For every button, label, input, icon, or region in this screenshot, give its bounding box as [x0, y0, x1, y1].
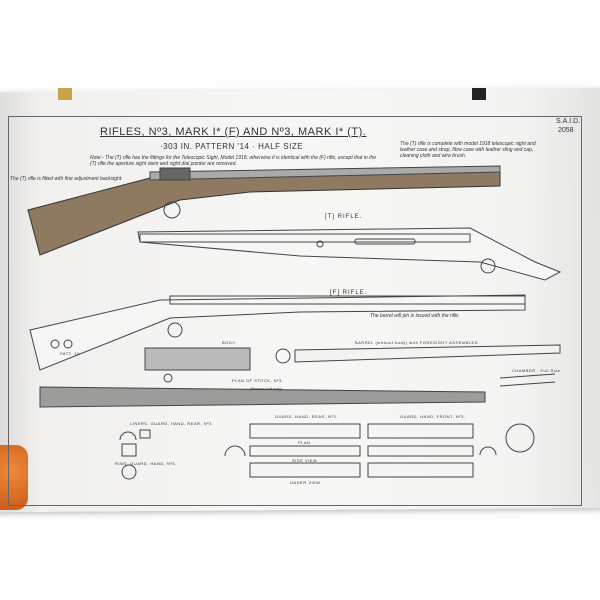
guard-front-label: GUARD, HAND, FRONT, Nº3.: [400, 414, 466, 419]
plan-label: PLAN: [298, 440, 311, 445]
patt-label: PATT. 14: [60, 351, 80, 356]
note-right: The (T) rifle is complete with model 191…: [400, 141, 536, 159]
t-rifle-label: [T] RIFLE.: [325, 214, 363, 220]
barrel-drawing: [275, 344, 561, 364]
binder-clip-left: [58, 88, 72, 100]
orange-fabric: [0, 445, 28, 510]
ring-drawing: [505, 423, 535, 453]
chamber-drawing: [499, 373, 556, 387]
note-left: The (T) rifle is fitted with fine adjust…: [10, 176, 123, 182]
body-drawing: [144, 347, 251, 371]
f-rifle-label: [F] RIFLE.: [330, 290, 368, 296]
f-rifle-drawing: [29, 294, 526, 371]
hand-guard-drawings: [224, 423, 497, 478]
stock-sub: (Normal butt only): [250, 386, 282, 391]
guard-rear-label: GUARD, HAND, REAR, Nº3.: [275, 414, 338, 419]
drawing-border: [8, 116, 582, 506]
sectioned-rifle-drawing: [27, 165, 501, 256]
side-view-label: SIDE VIEW: [292, 458, 318, 463]
stock-label: PLAN OF STOCK, Nº3.: [232, 378, 284, 383]
ref-code: S.A.I.D.: [556, 118, 581, 125]
page-subtitle: ·303 IN. PATTERN '14 · HALF SIZE: [160, 142, 304, 151]
ring-label: RING, GUARD, HAND, Nº3.: [115, 461, 177, 466]
t-rifle-drawing: [137, 227, 562, 281]
liner-drawings: [119, 429, 151, 480]
barrel-note: The barrel will pin is issued with the r…: [370, 313, 460, 319]
page-title: RIFLES, Nº3, MARK I* (F) AND Nº3, MARK I…: [100, 126, 367, 138]
binder-clip-right: [472, 88, 486, 100]
barrel-label: BARREL (without body) with FORESIGHT ASS…: [355, 340, 480, 345]
body-label: BODY.: [222, 340, 237, 345]
note-main: Note:- The (T) rifle has the fittings fo…: [90, 155, 377, 167]
stock-plan-drawing: [39, 386, 486, 408]
ref-number: 2058: [558, 127, 574, 134]
chamber-label: CHAMBER - Full Size: [512, 368, 561, 373]
liner-label: LINERS, GUARD, HAND, REAR, Nº3.: [130, 421, 214, 426]
under-view-label: UNDER VIEW: [290, 480, 321, 485]
